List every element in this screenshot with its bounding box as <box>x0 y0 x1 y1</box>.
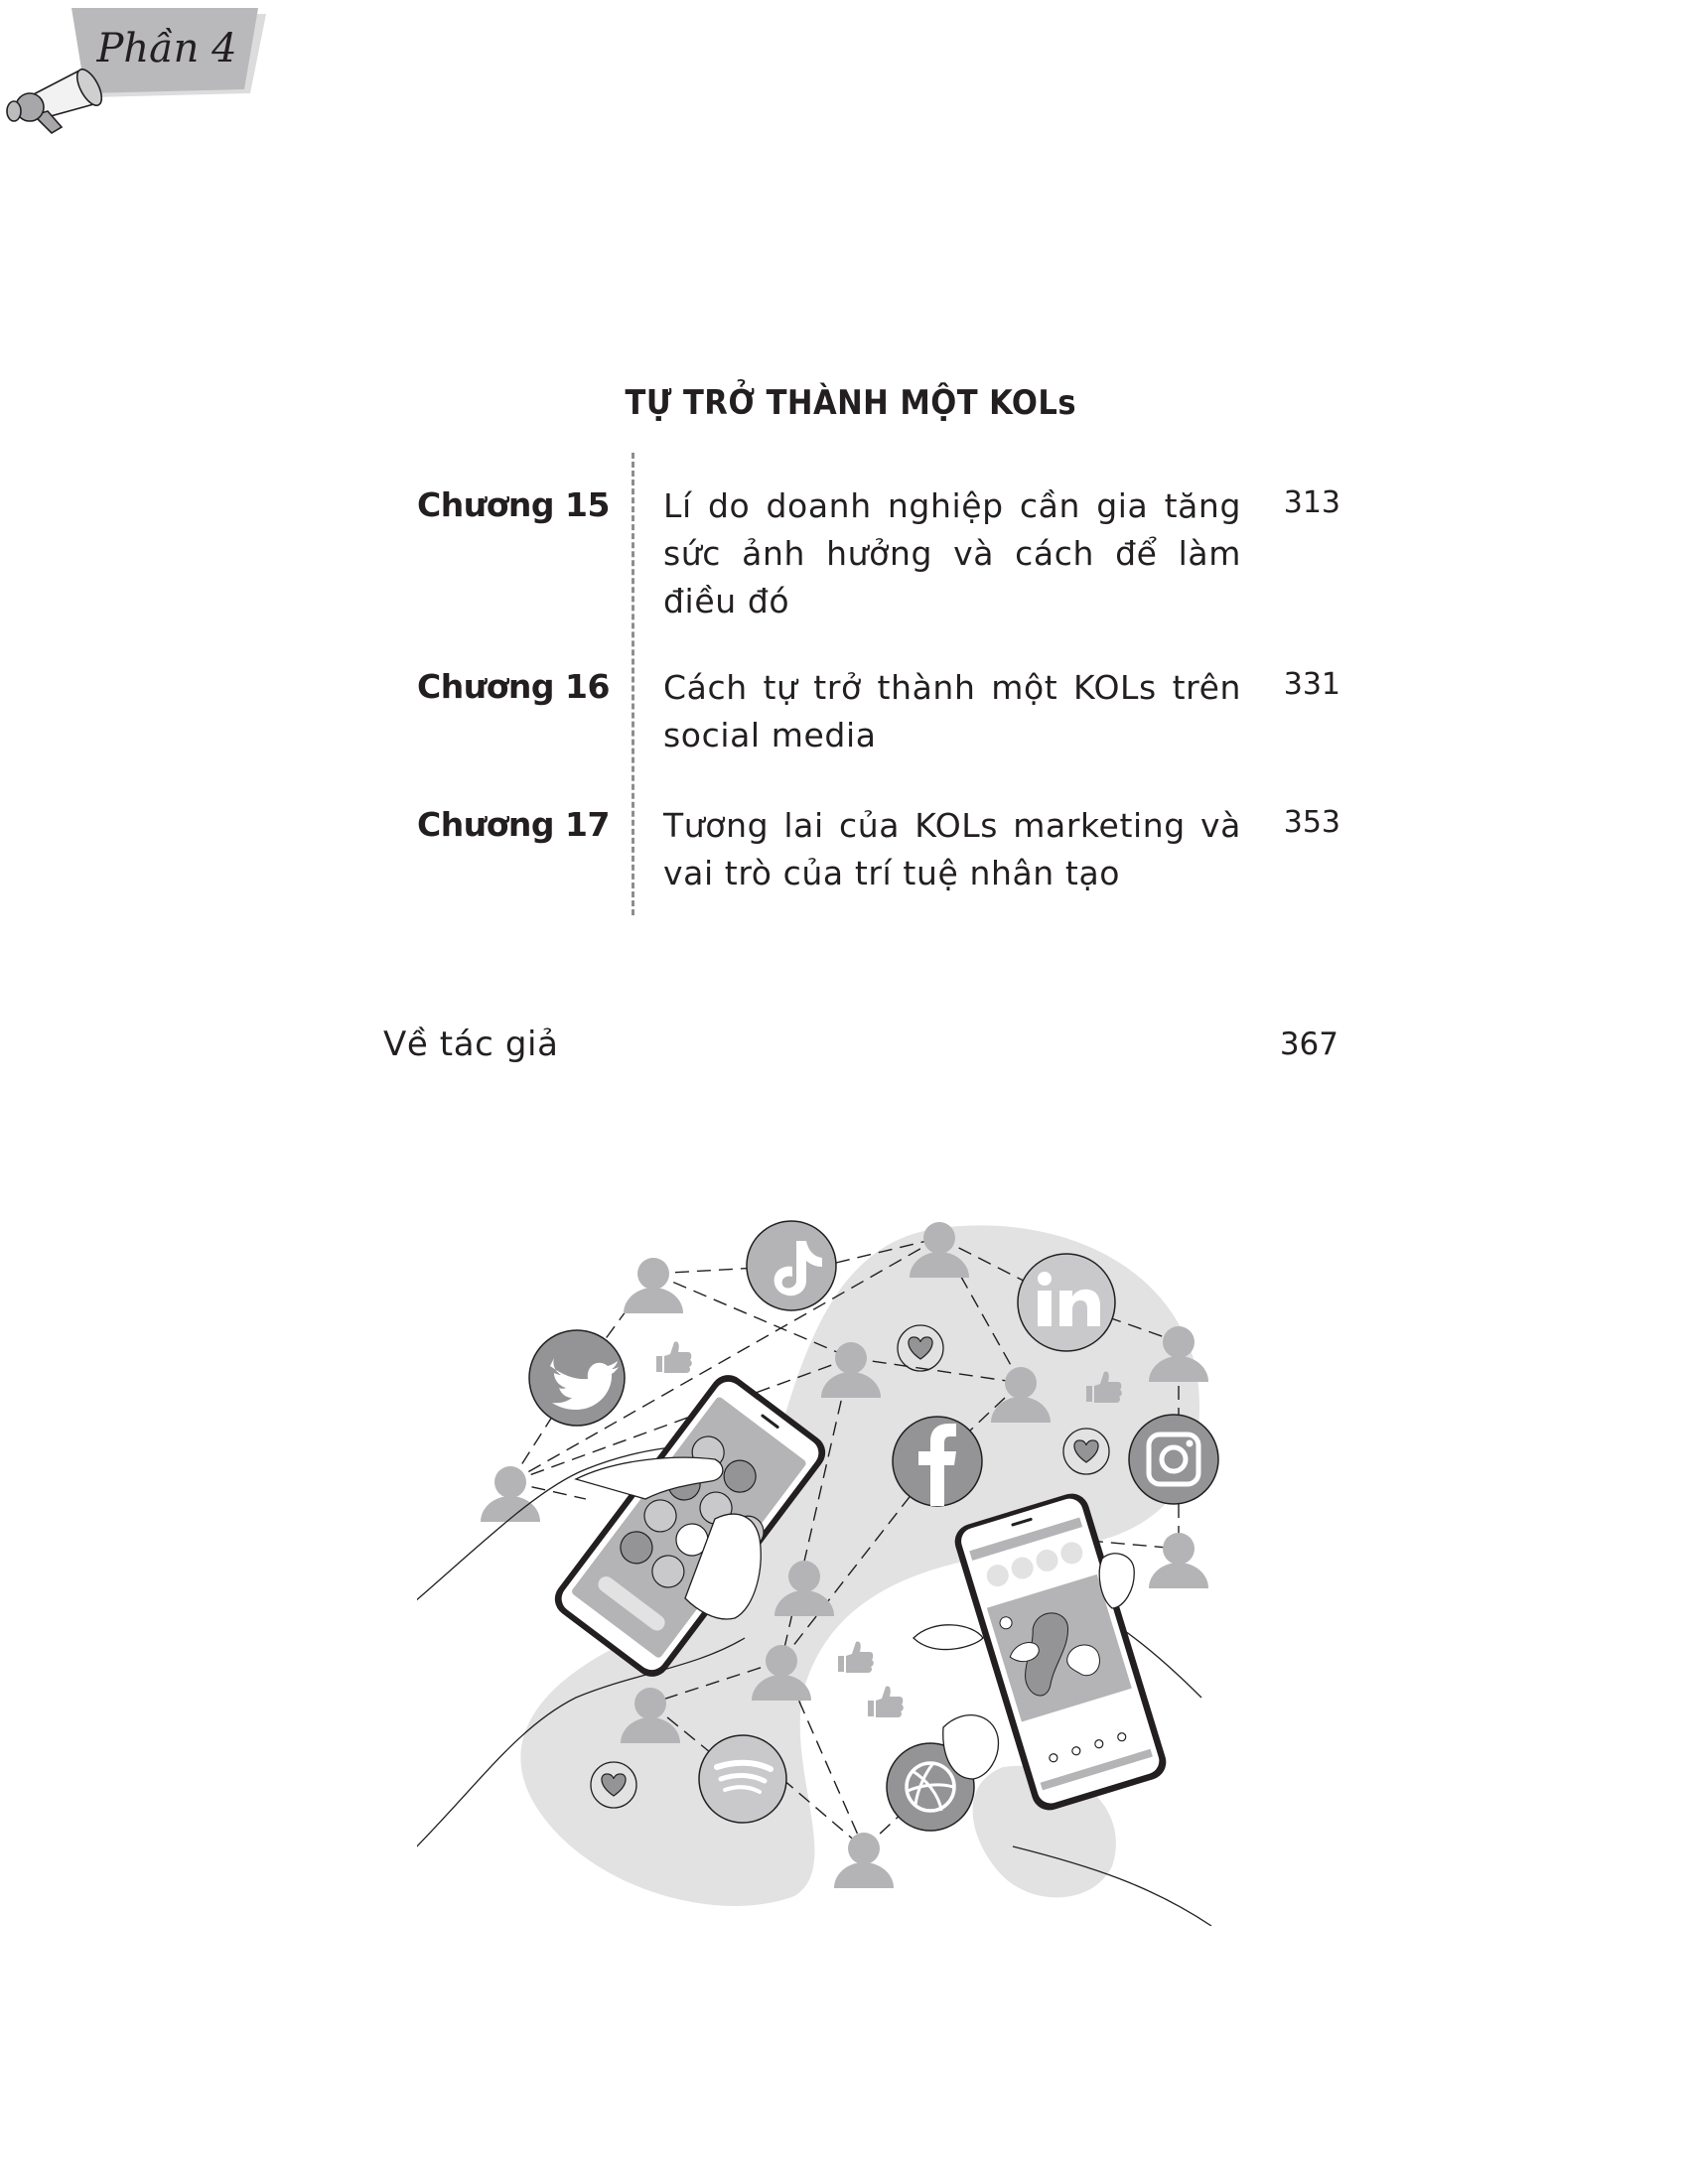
about-author-link[interactable]: Về tác giả <box>383 1024 559 1064</box>
instagram-icon <box>1128 1414 1219 1505</box>
chapter-label: Chương 15 <box>417 485 610 524</box>
chapter-title[interactable]: Cách tự trở thành một KOLs trên social m… <box>663 668 1241 754</box>
chapter-page: 353 <box>1283 805 1340 840</box>
user-icon <box>834 1833 894 1888</box>
left-phone <box>554 1375 826 1677</box>
part-badge: Phần 4 <box>0 0 268 139</box>
megaphone-icon: Phần 4 <box>6 8 266 135</box>
thumbs-up-icon <box>838 1641 874 1673</box>
toc-divider <box>632 453 634 915</box>
user-icon <box>624 1258 683 1313</box>
chapter-page: 331 <box>1283 667 1340 702</box>
right-phone <box>954 1493 1167 1811</box>
thumbs-up-icon <box>656 1341 692 1373</box>
about-author-page: 367 <box>1279 1026 1338 1062</box>
social-media-illustration <box>417 1171 1311 1926</box>
chapter-title[interactable]: Tương lai của KOLs marketing và vai trò … <box>663 806 1241 892</box>
chapter-label: Chương 16 <box>417 667 610 706</box>
part-title: TỰ TRỞ THÀNH MỘT KOLs <box>625 383 1076 423</box>
spotify-icon <box>698 1734 787 1824</box>
facebook-icon <box>892 1416 983 1507</box>
user-icon <box>1149 1533 1208 1588</box>
part-label: Phần 4 <box>95 26 236 71</box>
chapter-title[interactable]: Lí do doanh nghiệp cần gia tăng sức ảnh … <box>663 486 1241 620</box>
tiktok-icon <box>746 1220 837 1311</box>
thumbs-up-icon <box>868 1686 904 1717</box>
linkedin-icon <box>1017 1253 1116 1352</box>
twitter-icon <box>528 1329 626 1427</box>
chapter-page: 313 <box>1283 485 1340 520</box>
chapter-label: Chương 17 <box>417 805 610 844</box>
